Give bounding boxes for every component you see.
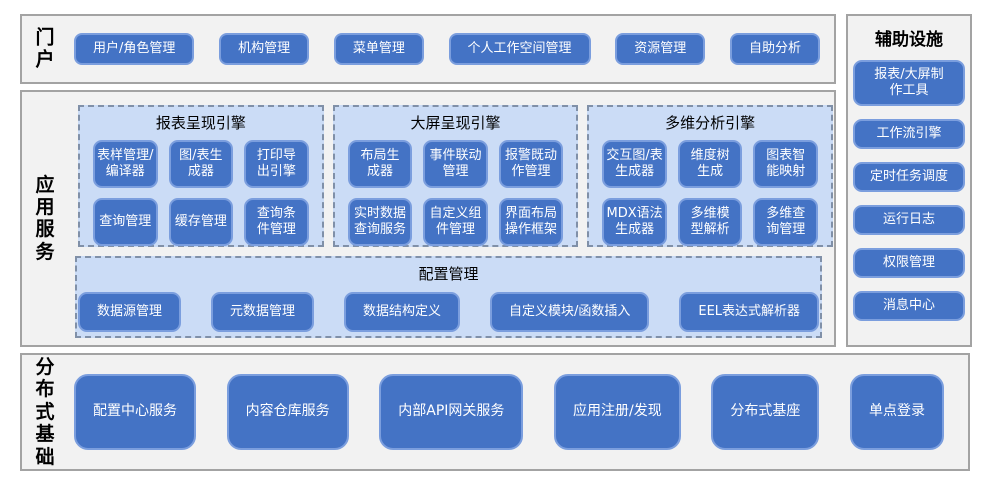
engine-btn: 多维模 型解析	[677, 198, 743, 246]
portal-button-row: 用户/角色管理 机构管理 菜单管理 个人工作空间管理 资源管理 自助分析	[74, 33, 820, 65]
panel-title: 多维分析引擎	[665, 114, 756, 132]
engine-btn: 报警既动 作管理	[498, 140, 564, 188]
config-btn-eel-parser: EEL表达式解析器	[679, 292, 820, 332]
engine-btn: 自定义组 件管理	[423, 198, 488, 246]
foundation-btn-config-center: 配置中心服务	[74, 374, 196, 450]
aux-btn-report-dashboard-tool: 报表/大屏制 作工具	[853, 60, 965, 106]
foundation-btn-app-registry: 应用注册/发现	[554, 374, 681, 450]
engine-btn: 表样管理/ 编译器	[93, 140, 158, 188]
foundation-btn-sso: 单点登录	[850, 374, 944, 450]
panel-title: 报表呈现引擎	[155, 114, 246, 132]
engine-row: 报表呈现引擎 表样管理/ 编译器 图/表生 成器 打印导 出引擎 查询管理 缓存…	[78, 105, 834, 247]
engine-btn: 维度树 生成	[677, 140, 743, 188]
portal-btn-user-role-mgmt: 用户/角色管理	[74, 33, 195, 65]
foundation-btn-api-gateway: 内部API网关服务	[379, 374, 524, 450]
section-app-services: 应用服务 报表呈现引擎 表样管理/ 编译器 图/表生 成器 打印导 出引擎 查询…	[20, 90, 836, 347]
engine-btn: MDX语法 生成器	[602, 198, 667, 246]
portal-btn-self-service-analysis: 自助分析	[729, 33, 820, 65]
engine-btn: 布局生 成器	[347, 140, 413, 188]
section-portal: 门户 用户/角色管理 机构管理 菜单管理 个人工作空间管理 资源管理 自助分析	[20, 14, 836, 84]
engine-btn: 图/表生 成器	[168, 140, 234, 188]
foundation-btn-distributed-base: 分布式基座	[711, 374, 820, 450]
portal-btn-org-mgmt: 机构管理	[219, 33, 310, 65]
panel-config-mgmt: 配置管理 数据源管理 元数据管理 数据结构定义 自定义模块/函数插入 EEL表达…	[75, 256, 822, 338]
engine-btn: 查询管理	[93, 198, 158, 246]
config-btn-custom-module: 自定义模块/函数插入	[489, 292, 650, 332]
engine-btn: 交互图/表 生成器	[602, 140, 667, 188]
panel-report-engine: 报表呈现引擎 表样管理/ 编译器 图/表生 成器 打印导 出引擎 查询管理 缓存…	[78, 105, 324, 247]
engine-btn: 图表智 能映射	[753, 140, 818, 188]
engine-btn: 打印导 出引擎	[244, 140, 309, 188]
engine-btn: 事件联动 管理	[423, 140, 488, 188]
aux-btn-message-center: 消息中心	[853, 291, 965, 321]
aux-title: 辅助设施	[875, 30, 943, 50]
section-aux-facilities: 辅助设施 报表/大屏制 作工具 工作流引擎 定时任务调度 运行日志 权限管理 消…	[846, 14, 972, 347]
portal-btn-menu-mgmt: 菜单管理	[333, 33, 424, 65]
portal-btn-resource-mgmt: 资源管理	[615, 33, 706, 65]
engine-btn: 界面布局 操作框架	[498, 198, 564, 246]
portal-btn-workspace-mgmt: 个人工作空间管理	[448, 33, 591, 65]
config-btn-data-structure: 数据结构定义	[343, 292, 460, 332]
portal-label: 门户	[35, 26, 55, 71]
config-button-row: 数据源管理 元数据管理 数据结构定义 自定义模块/函数插入 EEL表达式解析器	[77, 292, 820, 332]
engine-btn: 实时数据 查询服务	[347, 198, 413, 246]
engine-btn: 缓存管理	[168, 198, 234, 246]
aux-btn-run-log: 运行日志	[853, 205, 965, 235]
foundation-btn-content-repo: 内容仓库服务	[226, 374, 349, 450]
aux-button-column: 报表/大屏制 作工具 工作流引擎 定时任务调度 运行日志 权限管理 消息中心	[848, 60, 970, 321]
foundation-button-row: 配置中心服务 内容仓库服务 内部API网关服务 应用注册/发现 分布式基座 单点…	[74, 374, 944, 450]
aux-btn-permission-mgmt: 权限管理	[853, 248, 965, 278]
panel-olap-engine: 多维分析引擎 交互图/表 生成器 维度树 生成 图表智 能映射 MDX语法 生成…	[587, 105, 834, 247]
engine-button-grid: 交互图/表 生成器 维度树 生成 图表智 能映射 MDX语法 生成器 多维模 型…	[589, 133, 831, 246]
panel-dashboard-engine: 大屏呈现引擎 布局生 成器 事件联动 管理 报警既动 作管理 实时数据 查询服务…	[332, 105, 579, 247]
panel-title: 配置管理	[418, 265, 479, 283]
config-btn-datasource-mgmt: 数据源管理	[77, 292, 181, 332]
aux-btn-task-scheduler: 定时任务调度	[853, 162, 965, 192]
section-distributed-foundation: 分布式基础 配置中心服务 内容仓库服务 内部API网关服务 应用注册/发现 分布…	[20, 353, 970, 471]
engine-btn: 查询条 件管理	[244, 198, 309, 246]
engine-button-grid: 表样管理/ 编译器 图/表生 成器 打印导 出引擎 查询管理 缓存管理 查询条 …	[80, 133, 322, 246]
panel-title: 大屏呈现引擎	[410, 114, 501, 132]
aux-btn-workflow-engine: 工作流引擎	[853, 119, 965, 149]
engine-btn: 多维查 询管理	[753, 198, 818, 246]
engine-button-grid: 布局生 成器 事件联动 管理 报警既动 作管理 实时数据 查询服务 自定义组 件…	[335, 133, 577, 246]
app-services-label: 应用服务	[35, 173, 55, 263]
foundation-label: 分布式基础	[35, 355, 55, 468]
config-btn-metadata-mgmt: 元数据管理	[210, 292, 314, 332]
